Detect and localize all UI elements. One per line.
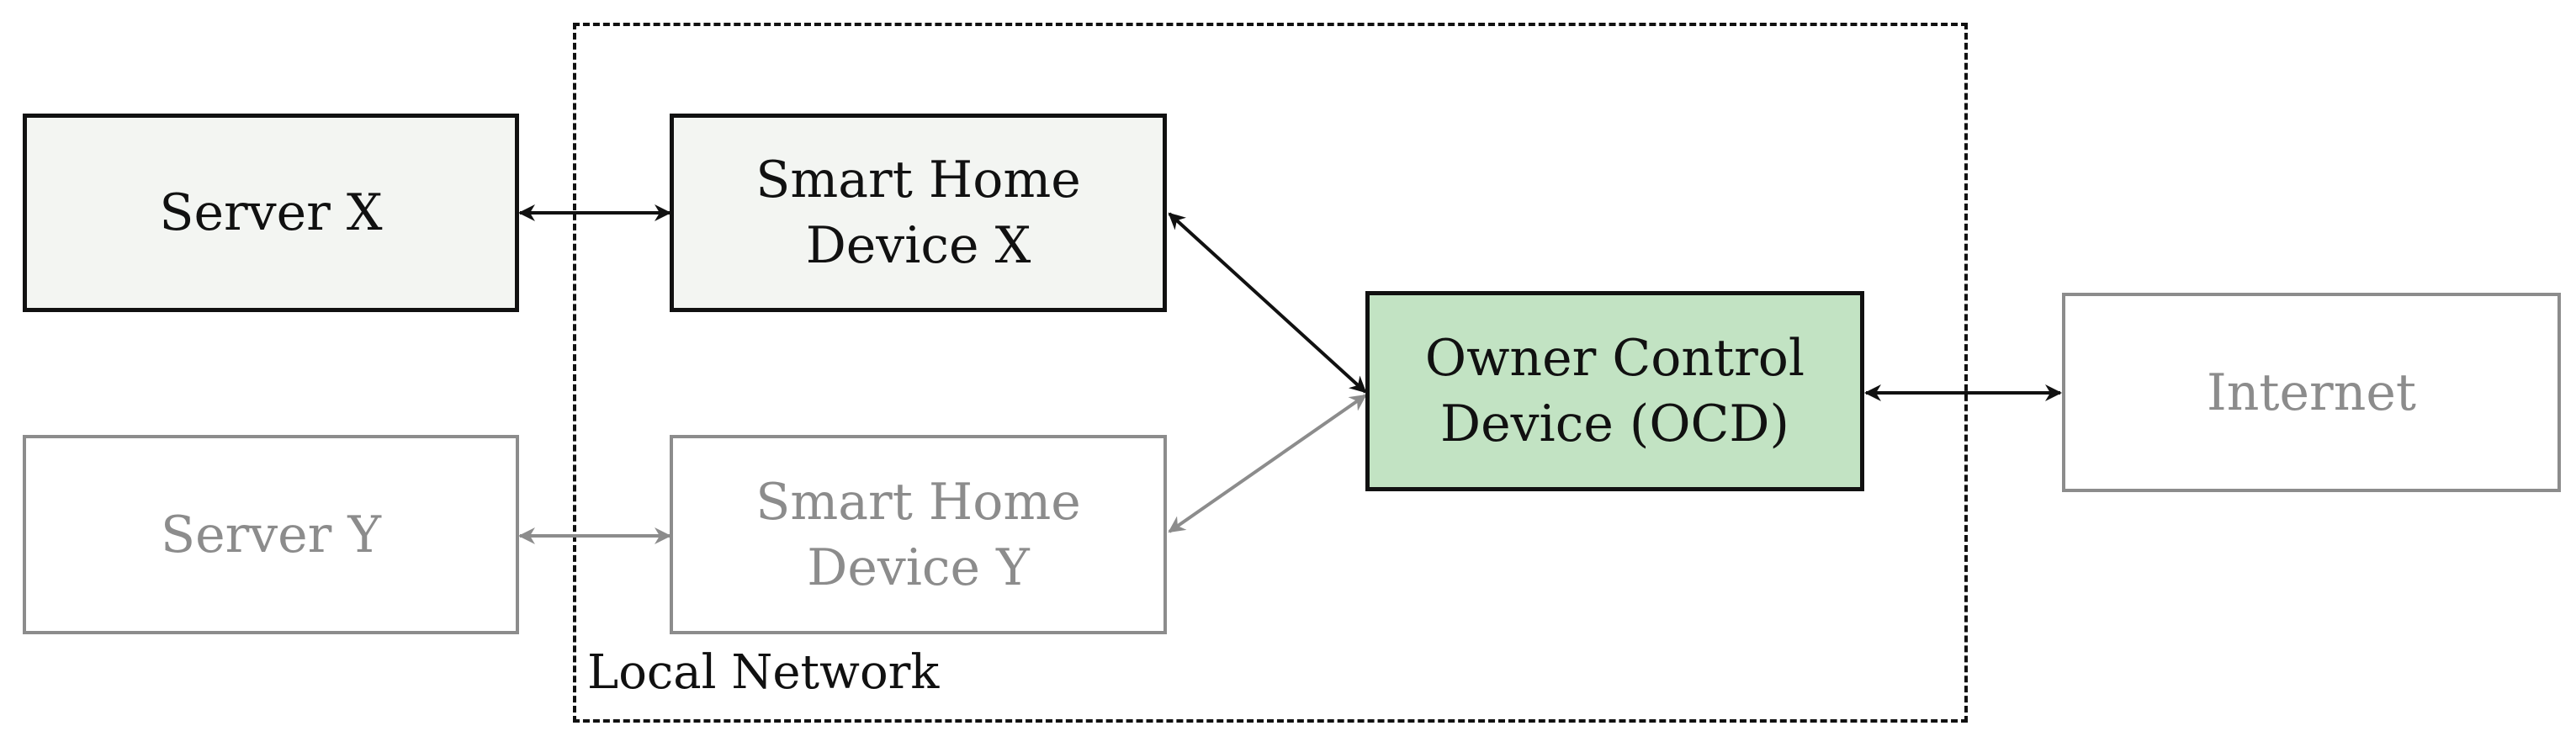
smart-home-device-y-label: Smart Home Device Y bbox=[755, 472, 1081, 597]
smart-home-device-x-node: Smart Home Device X bbox=[670, 114, 1167, 312]
internet-node: Internet bbox=[2062, 293, 2561, 492]
smart-home-device-x-label: Smart Home Device X bbox=[755, 151, 1081, 275]
server-y-node: Server Y bbox=[23, 435, 519, 634]
server-x-label: Server X bbox=[159, 183, 383, 242]
local-network-boundary bbox=[573, 23, 1968, 723]
server-x-node: Server X bbox=[23, 114, 519, 312]
owner-control-device-label: Owner Control Device (OCD) bbox=[1424, 329, 1805, 453]
local-network-label: Local Network bbox=[587, 645, 940, 700]
server-y-label: Server Y bbox=[160, 505, 382, 564]
smart-home-device-y-node: Smart Home Device Y bbox=[670, 435, 1167, 634]
owner-control-device-node: Owner Control Device (OCD) bbox=[1365, 291, 1864, 491]
internet-label: Internet bbox=[2207, 363, 2416, 422]
